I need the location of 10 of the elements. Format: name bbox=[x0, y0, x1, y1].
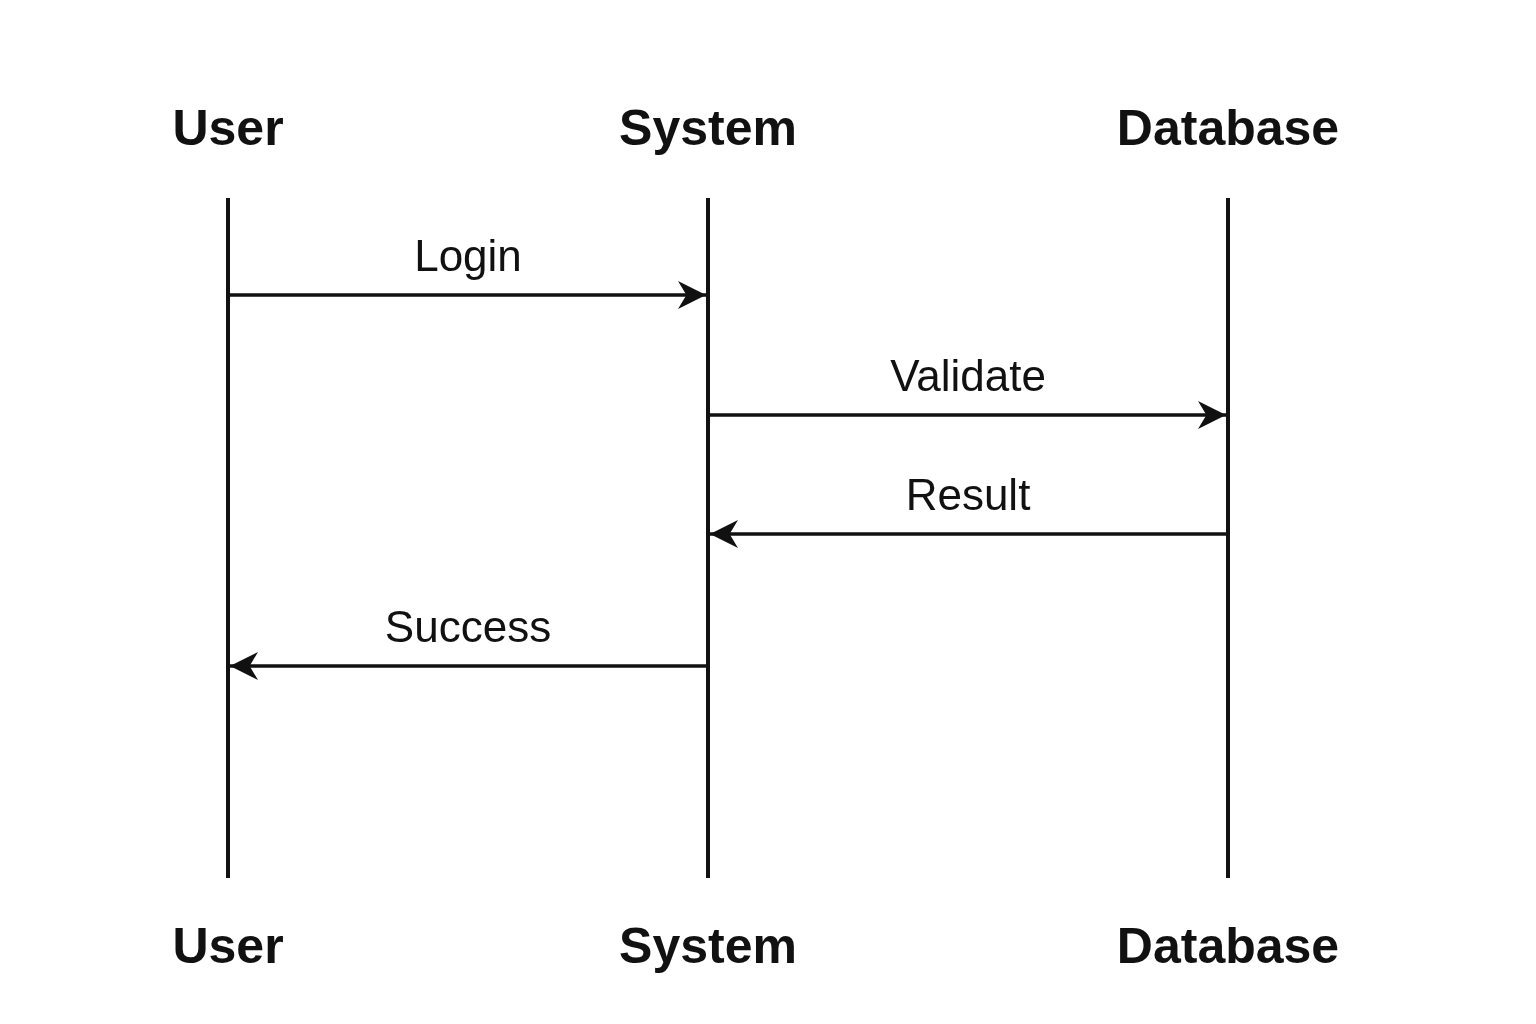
participant-label: User bbox=[172, 917, 284, 976]
participant-label: Database bbox=[1116, 99, 1340, 158]
participant-label: Database bbox=[1116, 917, 1340, 976]
message-arrow bbox=[710, 401, 1226, 429]
message-arrow bbox=[230, 281, 706, 309]
participant-label: System bbox=[619, 99, 797, 158]
participant-label: User bbox=[172, 99, 284, 158]
message-arrow bbox=[710, 520, 1226, 548]
message-arrow bbox=[230, 652, 706, 680]
participant-label: System bbox=[619, 917, 797, 976]
